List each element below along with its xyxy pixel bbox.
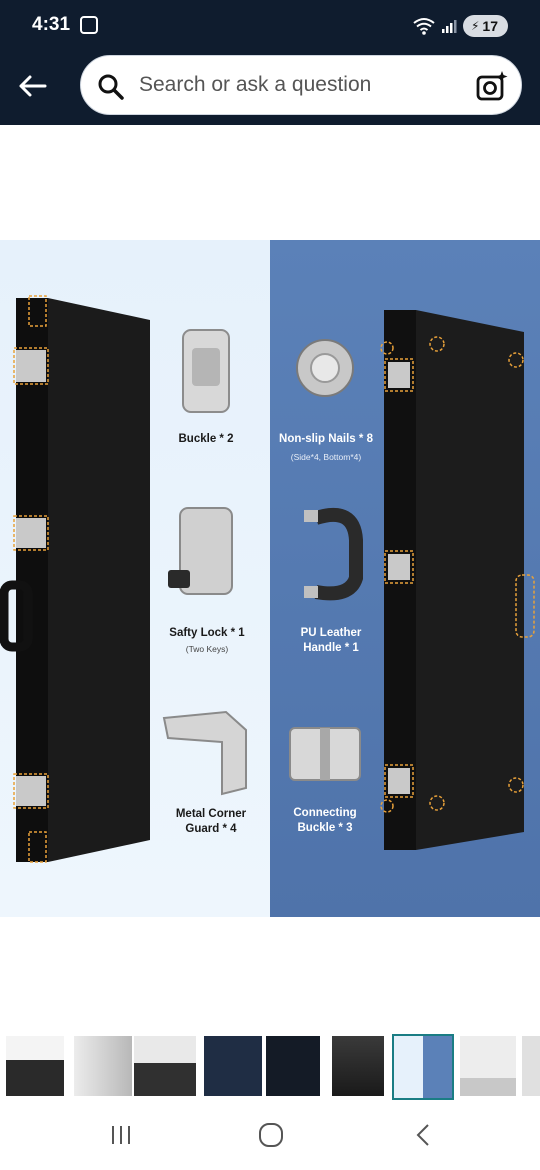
guitar-case-illustration xyxy=(0,295,535,863)
search-input[interactable] xyxy=(139,70,459,100)
nails-sublabel: (Side*4, Bottom*4) xyxy=(290,452,362,462)
leather-handle-illustration xyxy=(304,507,363,601)
safety-lock-label: Safty Lock * 1 xyxy=(169,627,245,639)
search-bar[interactable] xyxy=(80,55,522,115)
camera-search-icon[interactable] xyxy=(475,69,509,103)
thumbnail-9[interactable] xyxy=(522,1036,540,1096)
thumbnail-5[interactable] xyxy=(266,1036,320,1096)
handle-label-line2: Handle * 1 xyxy=(303,642,359,654)
connecting-buckle-label: Connecting Buckle * 3 xyxy=(280,806,370,836)
thumbnail-4[interactable] xyxy=(204,1036,262,1096)
buckle-label: Buckle * 2 xyxy=(178,433,234,445)
left-guitar-case xyxy=(0,295,150,863)
system-back-button[interactable] xyxy=(403,1120,443,1150)
buckle-illustration xyxy=(182,329,230,413)
corner-guard-label: Metal Corner Guard * 4 xyxy=(164,807,258,837)
product-image[interactable]: Buckle * 2 Non-slip Nails * 8 (Side*4, B… xyxy=(0,240,540,917)
handle-label: PU Leather Handle * 1 xyxy=(286,626,376,656)
status-bar: 4:31 ⚡ 17 xyxy=(0,0,540,52)
connecting-buckle-label-line2: Buckle * 3 xyxy=(297,822,353,834)
thumbnail-strip xyxy=(0,1034,540,1100)
thumbnail-7-selected[interactable] xyxy=(392,1034,454,1100)
thumbnail-3[interactable] xyxy=(134,1036,196,1096)
connecting-buckle-label-line1: Connecting xyxy=(293,807,357,819)
right-guitar-case xyxy=(380,310,535,850)
status-indicators: ⚡ 17 xyxy=(413,15,508,37)
corner-guard-illustration xyxy=(162,710,247,796)
battery-indicator: ⚡ 17 xyxy=(462,15,508,37)
battery-charging-icon: ⚡ xyxy=(470,19,480,33)
handle-label-line1: PU Leather xyxy=(300,627,362,639)
home-button[interactable] xyxy=(251,1120,291,1150)
app-header xyxy=(0,52,540,125)
wifi-icon xyxy=(413,18,435,35)
search-icon xyxy=(98,74,124,100)
signal-icon xyxy=(441,20,457,33)
corner-guard-label-line2: Guard * 4 xyxy=(185,823,237,835)
screenshot-icon xyxy=(80,16,98,34)
back-chevron-icon xyxy=(416,1124,429,1146)
recent-apps-icon xyxy=(112,1126,130,1144)
battery-level: 17 xyxy=(482,18,498,34)
back-button[interactable] xyxy=(14,68,50,104)
connecting-buckle-illustration xyxy=(289,727,361,781)
safety-lock-sublabel: (Two Keys) xyxy=(185,644,229,654)
safety-lock-illustration xyxy=(168,507,233,595)
recent-apps-button[interactable] xyxy=(101,1120,141,1150)
system-nav-bar xyxy=(0,1100,540,1170)
status-time: 4:31 xyxy=(32,14,71,35)
thumbnail-1[interactable] xyxy=(6,1036,64,1096)
home-icon xyxy=(259,1123,283,1147)
thumbnail-2[interactable] xyxy=(74,1036,132,1096)
non-slip-nail-illustration xyxy=(296,339,354,397)
thumbnail-8[interactable] xyxy=(460,1036,516,1096)
arrow-left-icon xyxy=(19,75,47,97)
corner-guard-label-line1: Metal Corner xyxy=(175,808,247,820)
nails-label: Non-slip Nails * 8 xyxy=(279,433,373,445)
thumbnail-6[interactable] xyxy=(332,1036,384,1096)
